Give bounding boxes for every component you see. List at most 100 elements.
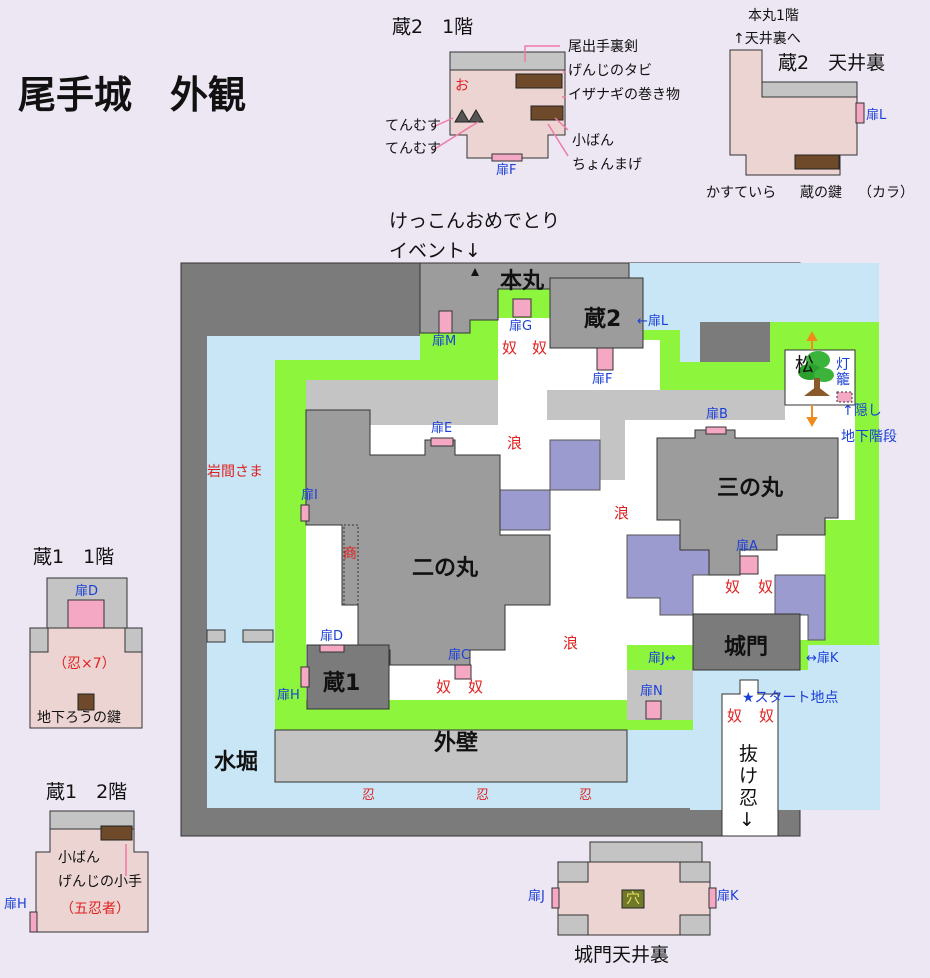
event-label-1: けっこんおめでとり: [389, 210, 561, 232]
nukenin-label: 抜け忍↓: [739, 743, 759, 831]
gate-attic-tab-br: [679, 914, 711, 936]
gate-attic-door-j-label: 扉J: [528, 889, 545, 904]
kura1-2f-title: 蔵1 2階: [46, 781, 128, 803]
door-g: [512, 298, 532, 318]
shop-marker: [343, 524, 359, 606]
outer-wall-bar: [274, 729, 628, 783]
enemy-yakko: 奴: [727, 707, 743, 725]
gate-attic-door-k: [708, 887, 717, 909]
start-label: ★スタート地点: [742, 690, 839, 706]
enemy-yakko: 奴: [532, 339, 548, 357]
pine-tree-icon: [798, 351, 834, 396]
gate-attic-tab-bl: [557, 914, 589, 936]
kura2-1f-item: イザナギの巻き物: [568, 87, 680, 103]
gate-attic-top: [589, 841, 703, 863]
door-e: [430, 437, 454, 447]
door-label-a: 扉A: [736, 539, 758, 554]
road-north: [306, 380, 498, 425]
basement-label: 地下階段: [841, 429, 897, 445]
kura2-1f-title: 蔵2 1階: [392, 16, 474, 38]
kura1-1f-door: [67, 599, 105, 629]
door-label-c: 扉C: [448, 648, 471, 663]
event-marker: [471, 268, 479, 276]
kura2-1f-item: ちょんまげ: [572, 157, 642, 173]
kura1-1f-ninja: （忍×7）: [53, 656, 116, 672]
kura1-1f-title: 蔵1 1階: [33, 546, 115, 568]
hidden-label: ↑隠し: [842, 403, 882, 419]
kura1-2f-door: [29, 911, 38, 933]
iwama-label: 岩間さま: [207, 464, 263, 480]
chest-icon: [794, 154, 840, 170]
door-label-l: ←扉L: [637, 314, 669, 329]
door-d: [319, 644, 345, 653]
attic-caption-2: ↑天井裏へ: [733, 31, 801, 47]
door-h: [300, 666, 310, 688]
lantern-marker: [836, 391, 853, 403]
ninomaru-label: 二の丸: [412, 556, 479, 581]
purple-zone-1: [499, 439, 601, 531]
enemy-yakko: 奴: [436, 678, 452, 696]
door-label-m: 扉M: [432, 334, 457, 349]
door-label-k: ↔扉K: [806, 651, 839, 666]
kura2-label: 蔵2: [584, 307, 622, 332]
door-label-h: 扉H: [277, 688, 300, 703]
kura1-2f-item: げんじの小手: [58, 874, 142, 890]
kura1-1f-room: [29, 627, 143, 729]
door-label-j: 扉J↔: [648, 651, 676, 666]
sannomaru-building: [656, 429, 839, 576]
gate-attic-door-k-label: 扉K: [717, 889, 739, 904]
entrance-corridor: [721, 679, 779, 837]
pine-label: 松: [795, 354, 815, 376]
enemy-rou: 浪: [614, 504, 630, 522]
kura1-1f-tab-l: [29, 627, 49, 653]
gate-attic-door-j: [551, 887, 560, 909]
attic-room: [729, 49, 858, 176]
sannomaru-label: 三の丸: [717, 476, 784, 501]
kura1-2f-door-label: 扉H: [4, 897, 27, 912]
enemy-shinobi: 忍: [476, 788, 490, 803]
door-a: [739, 555, 759, 575]
door-label-e: 扉E: [431, 421, 453, 436]
gate-attic-tab-r: [679, 861, 711, 883]
lantern-label: 灯籠: [836, 357, 850, 388]
kura2-1f-room: [449, 69, 566, 159]
enemy-shinobi: 忍: [579, 788, 593, 803]
door-c: [454, 664, 472, 680]
gate-label: 城門: [724, 635, 769, 660]
event-label-2: イベント↓: [389, 240, 481, 262]
gate-attic-tab-l: [557, 861, 589, 883]
kura1-1f-door-label: 扉D: [75, 584, 99, 599]
honmaru-label: 本丸: [500, 269, 545, 294]
gate-attic-title: 城門天井裏: [574, 944, 670, 966]
door-label-i: 扉I: [301, 488, 318, 503]
door-label-g: 扉G: [509, 319, 533, 334]
kura2-1f-item: てんむす: [385, 141, 441, 157]
chest-icon: [77, 693, 95, 711]
ninomaru-building: [305, 409, 551, 666]
enemy-yakko: 奴: [725, 578, 741, 596]
enemy-yakko: 奴: [759, 707, 775, 725]
attic-item: 蔵の鍵: [800, 185, 842, 201]
enemy-shinobi: 忍: [362, 788, 376, 803]
gate-building: [692, 613, 801, 671]
chest-icon: [515, 73, 564, 121]
door-label-n: 扉N: [640, 684, 663, 699]
kura2-1f-item: 小ばん: [572, 133, 614, 149]
kura1-1f-item: 地下ろうの鍵: [37, 710, 121, 726]
attic-item: かすていら: [706, 185, 777, 201]
road-east: [547, 390, 785, 480]
map-title: 尾手城 外観: [18, 73, 247, 117]
attic-caption-1: 本丸1階: [748, 8, 799, 24]
kura2-1f-o: お: [455, 78, 469, 94]
attic-door-label: 扉L: [866, 108, 887, 123]
kura2-1f-door-label: 扉F: [496, 163, 517, 178]
door-b: [705, 426, 727, 435]
door-i: [300, 504, 310, 522]
kura1-1f-tab-r: [124, 627, 143, 653]
kura1-building: [306, 644, 390, 710]
kura2-1f-top: [449, 51, 566, 71]
hole-marker: [621, 889, 645, 909]
enemy-rou: 浪: [563, 634, 579, 652]
door-n: [645, 700, 662, 720]
kura2-1f-door: [491, 153, 523, 162]
